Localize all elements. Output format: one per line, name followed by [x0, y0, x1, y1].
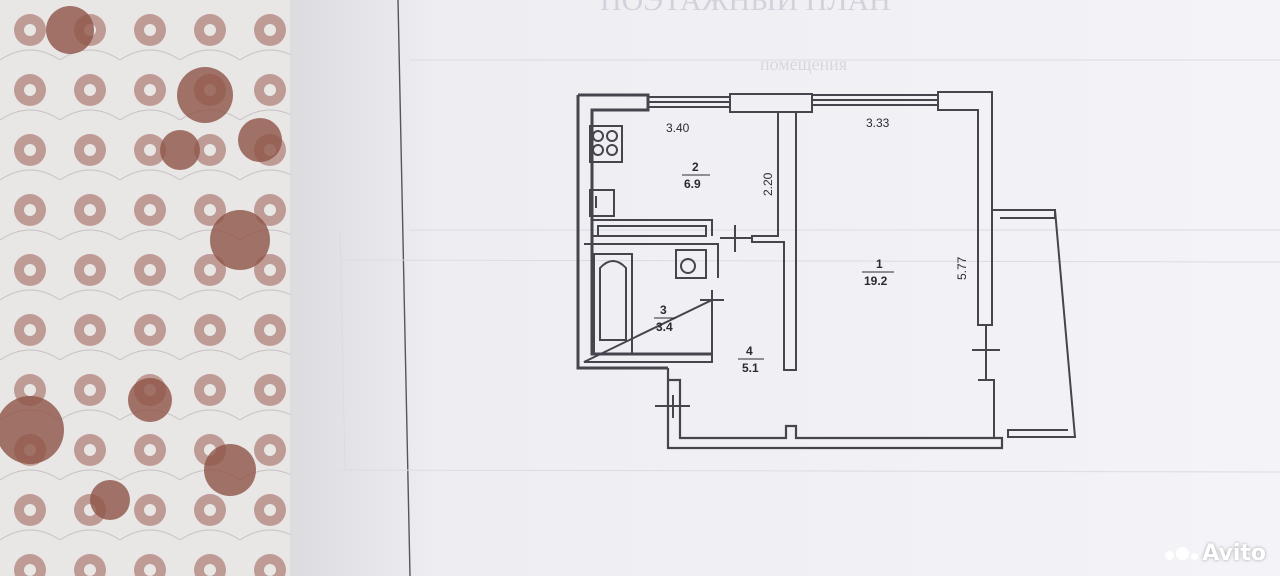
room-label-4: 4 5.1	[738, 344, 764, 375]
sink-icon	[589, 189, 615, 217]
dimension-kitchen-width: 3.40	[666, 121, 690, 135]
floor-plan	[576, 91, 1077, 450]
faded-grid	[339, 59, 1280, 473]
dimension-room-width: 3.33	[866, 116, 890, 130]
room-label-3: 3 3.4	[654, 303, 676, 334]
wall-bottom	[666, 368, 1004, 450]
dimension-room-depth: 5.77	[955, 256, 969, 280]
kitchen-counter	[597, 225, 707, 237]
wall-top-right	[937, 91, 993, 326]
room-number: 4	[746, 344, 753, 358]
room-number: 1	[876, 257, 883, 271]
outer-wall-left	[576, 95, 668, 370]
fabric-background	[0, 0, 310, 576]
bathtub-icon	[593, 253, 633, 355]
toilet-icon	[675, 249, 707, 279]
faded-subheading: помещения	[760, 54, 847, 74]
room-label-2: 2 6.9	[682, 160, 710, 191]
avito-logo-icon	[1165, 547, 1199, 560]
paper-border-line	[397, 0, 411, 576]
bathroom-walls	[583, 243, 719, 363]
wall-segment-top-mid	[729, 93, 813, 113]
room-area: 6.9	[684, 177, 701, 191]
dimension-kitchen-depth: 2.20	[761, 172, 775, 196]
room-number: 3	[660, 303, 667, 317]
partition-kitchen-room	[751, 111, 797, 371]
fabric-flowers	[0, 6, 282, 520]
avito-watermark: Avito	[1165, 541, 1266, 566]
room-label-1: 1 19.2	[862, 257, 894, 288]
balcony	[992, 209, 1077, 438]
room-area: 19.2	[864, 274, 888, 288]
stove-icon	[589, 125, 623, 163]
room-area: 5.1	[742, 361, 759, 375]
room-area: 3.4	[656, 320, 673, 334]
faded-heading: ПОЭТАЖНЫЙ ПЛАН	[600, 0, 891, 17]
room-number: 2	[692, 160, 699, 174]
watermark-text: Avito	[1202, 541, 1266, 566]
